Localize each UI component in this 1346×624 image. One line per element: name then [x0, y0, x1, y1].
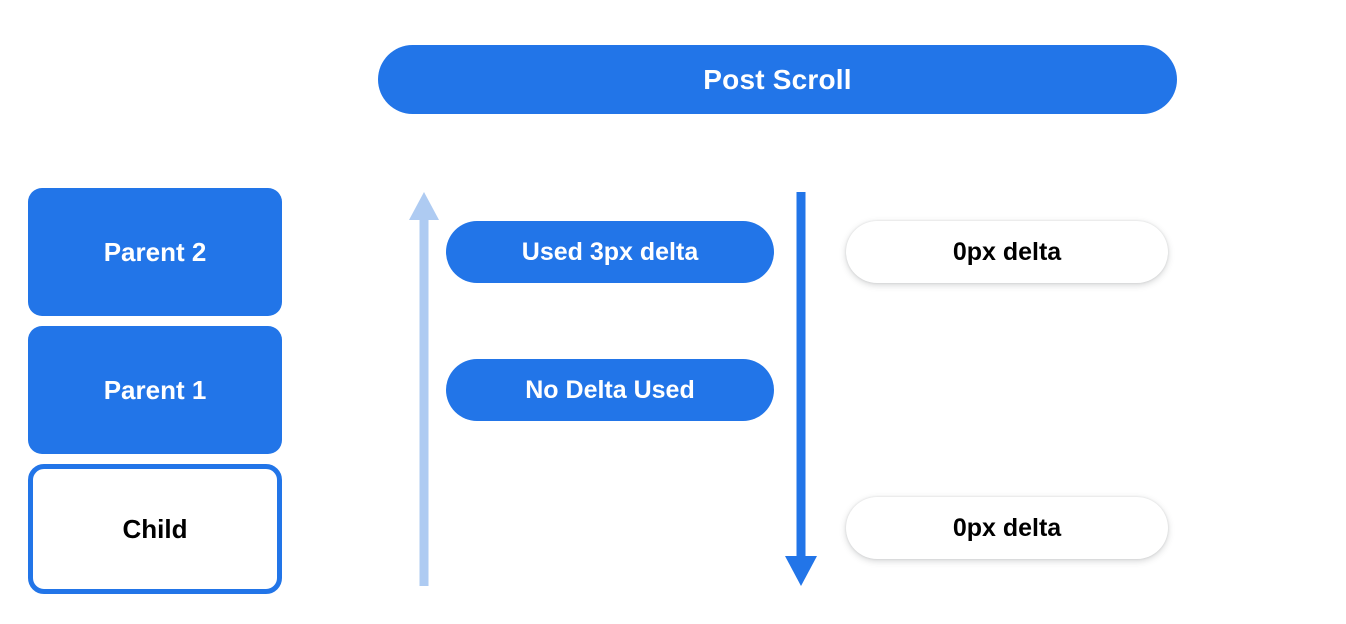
node-parent-1: Parent 1 — [28, 326, 282, 454]
pill-used-3px-delta-label: Used 3px delta — [521, 237, 699, 266]
pill-zero-delta-bottom: 0px delta — [846, 497, 1168, 559]
page-title: Post Scroll — [703, 63, 852, 95]
node-child-label: Child — [122, 514, 188, 544]
post-scroll-header: Post Scroll — [378, 45, 1177, 114]
node-stack: Parent 2 Parent 1 Child — [28, 188, 282, 594]
pill-zero-delta-top: 0px delta — [846, 221, 1168, 283]
scroll-up-arrow-icon — [409, 192, 439, 586]
node-parent-2-label: Parent 2 — [103, 237, 207, 267]
node-parent-1-label: Parent 1 — [103, 375, 207, 405]
pill-zero-delta-top-label: 0px delta — [952, 237, 1062, 266]
pill-no-delta-used: No Delta Used — [446, 359, 774, 421]
pill-used-3px-delta: Used 3px delta — [446, 221, 774, 283]
pill-zero-delta-bottom-label: 0px delta — [952, 513, 1062, 542]
pill-no-delta-used-label: No Delta Used — [525, 375, 695, 404]
node-child: Child — [28, 464, 282, 594]
node-parent-2: Parent 2 — [28, 188, 282, 316]
scroll-down-arrow-icon — [785, 192, 817, 586]
